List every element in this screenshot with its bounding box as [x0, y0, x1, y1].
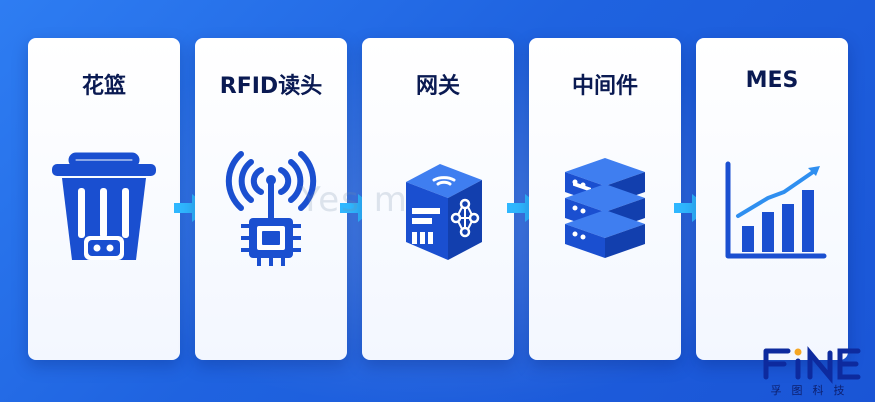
logo-subtitle: 孚图科技	[770, 384, 855, 397]
watermark: Yes m	[300, 180, 409, 220]
step-card-gateway: 网关	[362, 38, 514, 360]
step-card-mes: MES	[696, 38, 848, 360]
step-card-middleware: 中间件	[529, 38, 681, 360]
server-stack-icon	[565, 158, 645, 258]
basket-icon	[52, 152, 156, 260]
step-title: MES	[745, 68, 799, 93]
step-title: 中间件	[571, 74, 638, 99]
rfid-reader-icon	[225, 151, 317, 266]
step-card-basket: 花篮	[28, 38, 180, 360]
step-card-rfid-reader: RFID读头	[195, 38, 347, 360]
step-title: RFID读头	[219, 74, 323, 99]
step-title: 网关	[415, 74, 460, 99]
fine-logo-icon	[763, 346, 861, 384]
gateway-icon	[406, 164, 482, 260]
growth-chart-icon	[725, 161, 827, 259]
step-title: 花篮	[81, 74, 126, 99]
